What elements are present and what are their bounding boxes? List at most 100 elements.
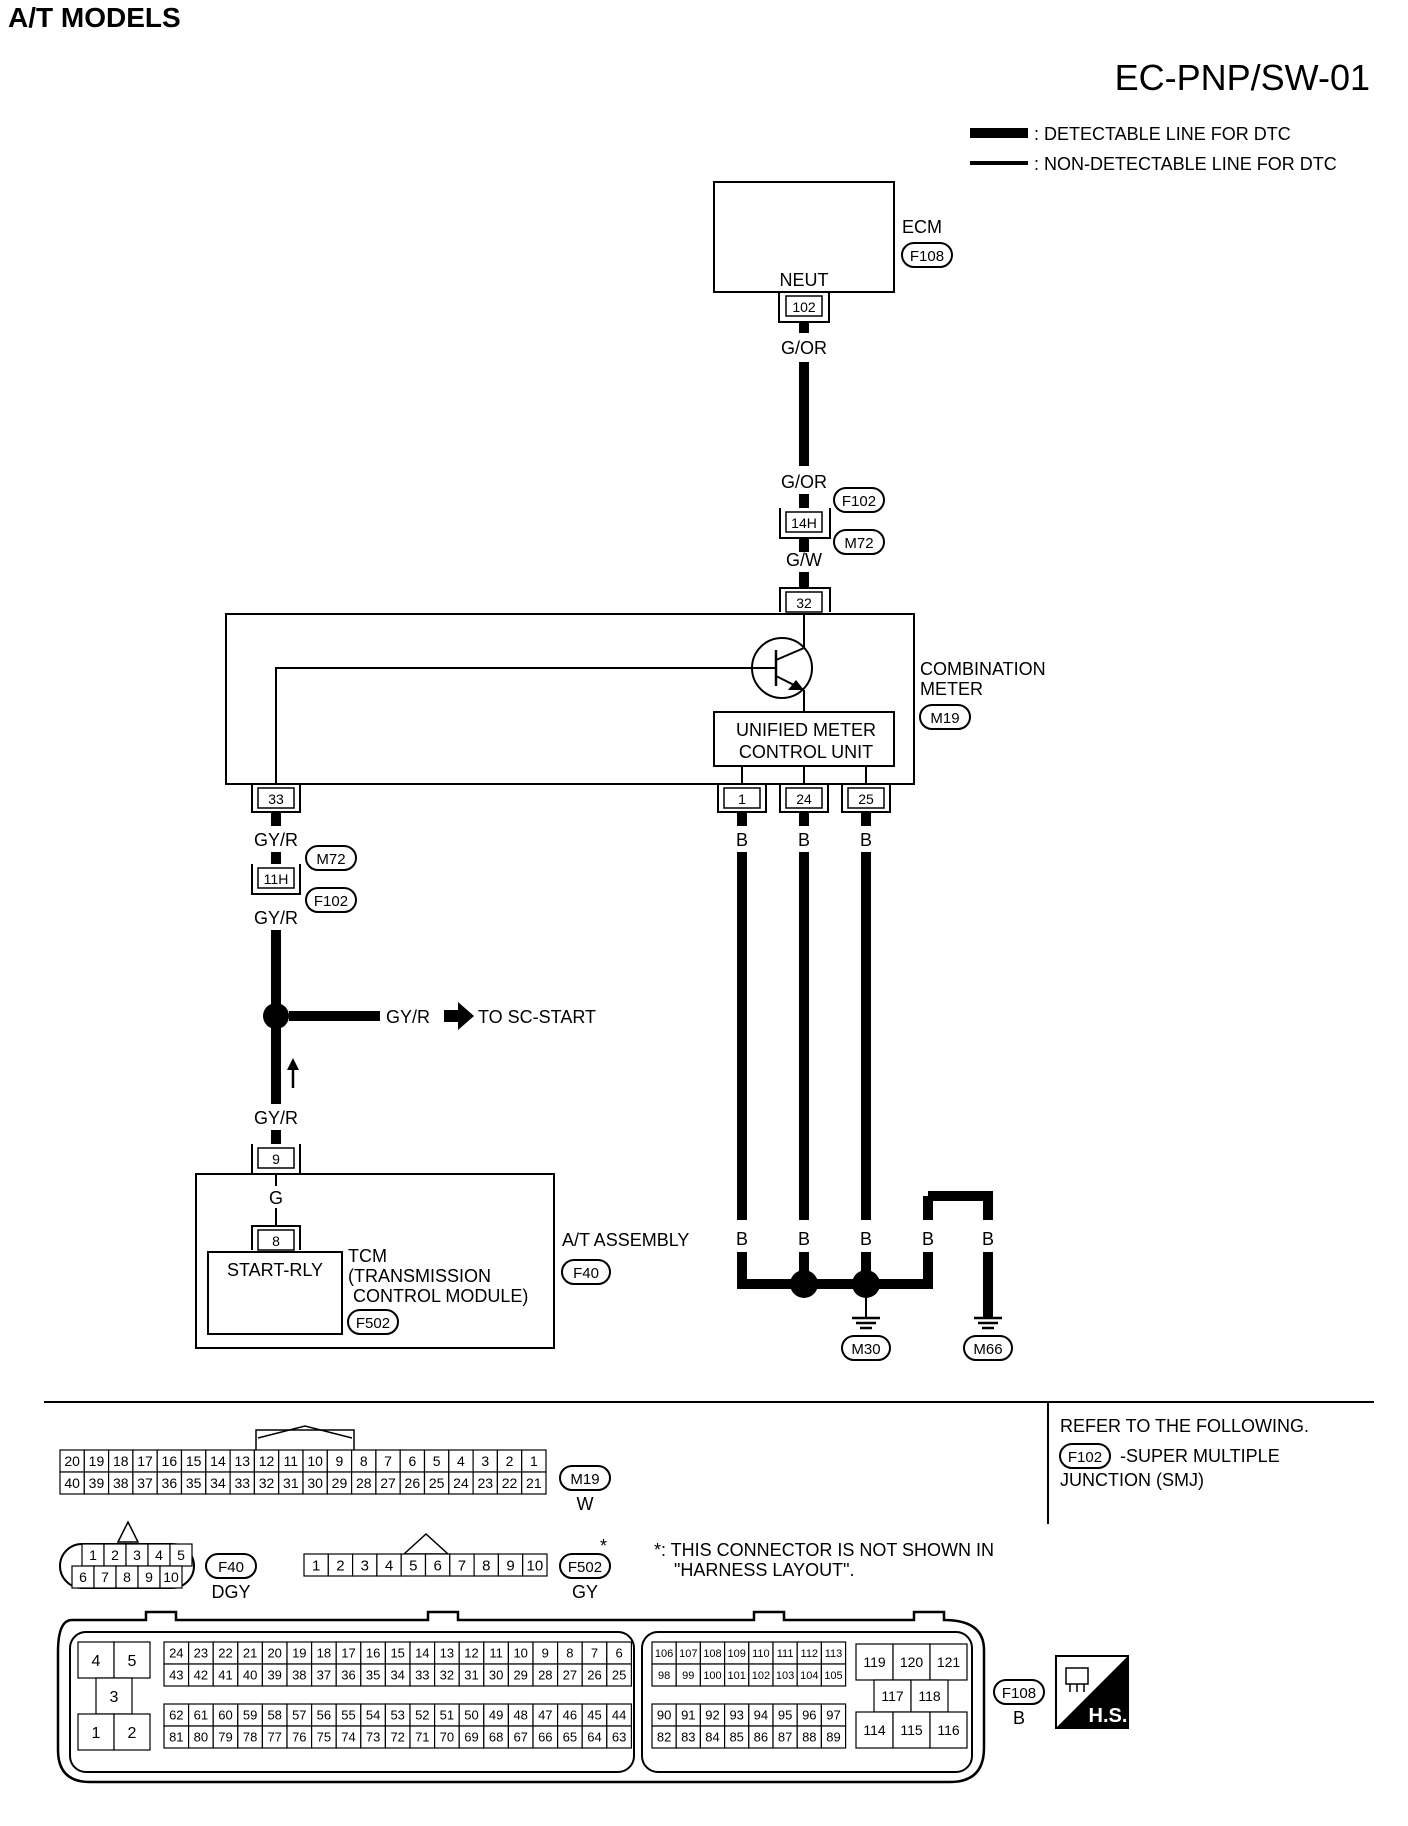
f108-pin-label: 89 xyxy=(826,1730,840,1745)
f108-pin-label: 30 xyxy=(489,1668,503,1683)
junction-bracket xyxy=(251,864,301,895)
meter-name-line1: COMBINATION xyxy=(920,659,1046,679)
f108-pin-label: 56 xyxy=(317,1708,331,1723)
f108-pin-label: 49 xyxy=(489,1708,503,1723)
connector-latch xyxy=(116,1520,140,1543)
f108-pin-label: 100 xyxy=(703,1670,721,1682)
m19-pin-label: 10 xyxy=(307,1453,323,1469)
f108-pin-cell xyxy=(77,1641,115,1679)
tcm-connector-id: F502 xyxy=(356,1315,390,1332)
f502-pin-label: 10 xyxy=(527,1557,544,1574)
page-id: EC-PNP/SW-01 xyxy=(1115,57,1370,98)
f108-pin-label: 55 xyxy=(341,1708,355,1723)
m19-pin-label: 25 xyxy=(429,1475,445,1491)
terminal-box xyxy=(723,787,761,809)
f108-pin-label: 44 xyxy=(612,1708,626,1723)
f108-pin-label: 118 xyxy=(918,1688,941,1704)
m19-pin-label: 14 xyxy=(210,1453,226,1469)
tcm-name-line3: CONTROL MODULE) xyxy=(348,1286,528,1306)
m19-pin-label: 31 xyxy=(283,1475,299,1491)
f40-color: DGY xyxy=(211,1582,250,1602)
connector-badge xyxy=(305,845,357,871)
f108-pin-label: 105 xyxy=(824,1670,842,1682)
f108-pin-label: 94 xyxy=(754,1708,768,1723)
meter-connector-id: M19 xyxy=(930,710,959,727)
f108-pin-label: 103 xyxy=(776,1670,794,1682)
f40-pin-label: 8 xyxy=(123,1569,131,1585)
connector-badge xyxy=(993,1679,1045,1705)
f108-pin-label: 12 xyxy=(464,1646,478,1661)
f108-pin-label: 69 xyxy=(464,1730,478,1745)
f108-pin-label: 120 xyxy=(900,1654,924,1670)
f108-pin-label: 67 xyxy=(513,1730,527,1745)
arrow-right-icon xyxy=(444,1002,474,1030)
connector-badge xyxy=(561,1259,611,1285)
f108-pin-label: 39 xyxy=(267,1668,281,1683)
f40-pin-cell xyxy=(159,1565,183,1589)
f108-pin-label: 84 xyxy=(705,1730,719,1745)
ground-m30: M30 xyxy=(851,1341,880,1358)
f108-pin-label: 21 xyxy=(243,1646,257,1661)
f108-pin-label: 91 xyxy=(681,1708,695,1723)
f502-pin-label: 9 xyxy=(506,1557,514,1574)
at-assembly-name: A/T ASSEMBLY xyxy=(562,1230,689,1250)
f108-pin-label: 28 xyxy=(538,1668,552,1683)
connector-badge xyxy=(833,529,885,555)
wire-label-b-5: B xyxy=(798,1229,810,1249)
f40-pin-label: 9 xyxy=(145,1569,153,1585)
splice-point xyxy=(263,1003,289,1029)
m19-pin-label: 30 xyxy=(307,1475,323,1491)
f108-pin-label: 99 xyxy=(682,1670,694,1682)
ecm-connector-id: F108 xyxy=(910,248,944,265)
wire-label-gy-r-branch: GY/R xyxy=(386,1007,430,1027)
wire-label-g-or-bottom: G/OR xyxy=(781,472,827,492)
m19-pin-label: 22 xyxy=(502,1475,518,1491)
wire-label-b-1: B xyxy=(736,830,748,850)
f108-pin-label: 32 xyxy=(440,1668,454,1683)
m19-pin-label: 29 xyxy=(332,1475,348,1491)
junction-11h-conn-a: M72 xyxy=(316,851,345,868)
ground-icon xyxy=(974,1316,1002,1330)
f108-pin-label: 53 xyxy=(390,1708,404,1723)
f108-pin-cell xyxy=(113,1713,151,1751)
f108-pin-cell xyxy=(929,1711,968,1749)
junction-11h-pin: 11H xyxy=(264,871,289,887)
connector-badge xyxy=(347,1309,399,1335)
f108-pin-label: 98 xyxy=(658,1670,670,1682)
f108-pin-label: 93 xyxy=(729,1708,743,1723)
f108-pin-label: 52 xyxy=(415,1708,429,1723)
f108-pin-label: 111 xyxy=(777,1648,794,1660)
f108-pin-label: 97 xyxy=(826,1708,840,1723)
badge-fill xyxy=(1056,1656,1128,1728)
m19-pin-label: 34 xyxy=(210,1475,226,1491)
ecm-terminal-name: NEUT xyxy=(780,270,829,290)
f108-pin-label: 47 xyxy=(538,1708,552,1723)
f108-pin-label: 50 xyxy=(464,1708,478,1723)
f108-pin-label: 63 xyxy=(612,1730,626,1745)
meter-name-line2: METER xyxy=(920,679,983,699)
ecm-terminal-pin: 102 xyxy=(792,299,816,315)
terminal-box xyxy=(257,787,295,809)
f108-pin-label: 11 xyxy=(489,1646,503,1661)
f108-pin-label: 104 xyxy=(800,1670,818,1682)
f40-pin-label: 5 xyxy=(177,1547,185,1563)
f108-pin-label: 115 xyxy=(900,1722,923,1738)
connector-body xyxy=(56,1610,986,1784)
connector-badge xyxy=(559,1553,611,1579)
unit-label-line1: UNIFIED METER xyxy=(736,720,876,740)
wire-label-g-or-top: G/OR xyxy=(781,338,827,358)
terminal-box xyxy=(257,1229,295,1251)
junction-14h: 14H F102 M72 xyxy=(779,487,885,555)
f502-pin-label: 7 xyxy=(458,1557,466,1574)
f108-pin-label: 20 xyxy=(267,1646,281,1661)
f108-pin-label: 60 xyxy=(218,1708,232,1723)
f108-pin-cell xyxy=(77,1713,115,1751)
wire-label-g: G xyxy=(269,1188,283,1208)
f108-pin-label: 1 xyxy=(92,1725,101,1742)
f108-pin-cell xyxy=(820,1725,847,1749)
f108-pin-label: 77 xyxy=(267,1730,281,1745)
f108-pin-label: 16 xyxy=(366,1646,380,1661)
splice-point xyxy=(790,1270,818,1298)
